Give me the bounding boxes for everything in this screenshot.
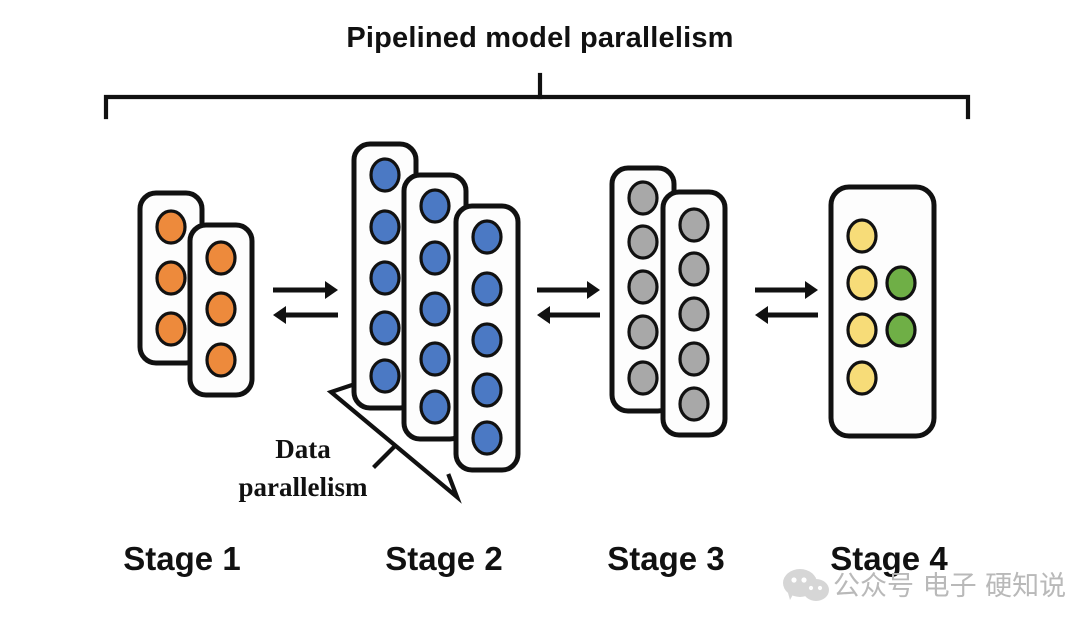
stage-1 (137, 190, 255, 398)
stage-1-replica-1-node-3-orange (155, 311, 187, 347)
stage-3-replica-2-node-1-gray (678, 207, 710, 243)
stage-4-replica-1[interactable] (828, 184, 937, 439)
stage-1-label: Stage 1 (123, 540, 240, 577)
arrow-stage1-stage2-backward-head (273, 306, 286, 324)
stage-1-replica-2[interactable] (187, 222, 255, 398)
data-parallelism-brace (326, 382, 462, 504)
pipelined-model-parallelism-brace (103, 72, 971, 120)
stage-2-replica-1-node-1-blue (369, 157, 401, 193)
stage-2-replica-1-node-5-blue (369, 358, 401, 394)
stage-3-replica-1-node-5-gray (627, 360, 659, 396)
stage-4 (828, 184, 937, 439)
stage-arrows-group (273, 281, 818, 324)
stage-3 (609, 165, 728, 438)
stage-2-replica-3-node-1-blue (471, 219, 503, 255)
stage-3-replica-2-node-5-gray (678, 386, 710, 422)
page-title: Pipelined model parallelism (346, 22, 733, 54)
stage-2-replica-2-node-2-blue (419, 240, 451, 276)
stage-4-replica-1-outline (828, 184, 937, 439)
arrow-stage2-stage3-backward-head (537, 306, 550, 324)
brace-horizontal-line (103, 94, 971, 120)
stages-group (137, 141, 937, 473)
arrow-stage1-stage2-forward-head (325, 281, 338, 299)
arrow-stage3-stage4-forward-head (805, 281, 818, 299)
stage-2-replica-2-node-4-blue (419, 341, 451, 377)
stage-3-replica-1-node-4-gray (627, 314, 659, 350)
stage-2-replica-2[interactable] (401, 172, 469, 442)
stage-2-replica-2-node-5-blue (419, 389, 451, 425)
stage-2-label: Stage 2 (385, 540, 502, 577)
stage-4-replica-1-node-5-green (885, 312, 917, 348)
arrow-stage2-stage3 (537, 281, 600, 324)
stage-1-replica-1-node-1-orange (155, 209, 187, 245)
stage-2-replica-2-node-1-blue (419, 188, 451, 224)
arrow-stage1-stage2 (273, 281, 338, 324)
stage-3-label: Stage 3 (607, 540, 724, 577)
data-parallelism-brace-tick (372, 444, 397, 469)
wechat-watermark: 公众号 电子 硬知说 (783, 569, 1066, 602)
stage-3-replica-2-node-4-gray (678, 341, 710, 377)
stage-4-replica-1-node-3-green (885, 265, 917, 301)
stage-2-replica-1-node-4-blue (369, 310, 401, 346)
stage-2-replica-3-node-2-blue (471, 271, 503, 307)
wechat-logo-icon (783, 569, 829, 601)
stage-4-label: Stage 4 (830, 540, 948, 577)
stage-1-replica-2-node-2-orange (205, 291, 237, 327)
stage-4-replica-1-node-2-yellow (846, 265, 878, 301)
stage-2-replica-1-node-3-blue (369, 260, 401, 296)
arrow-stage3-stage4 (755, 281, 818, 324)
data-parallelism-label-line1: Data (275, 434, 331, 464)
stage-1-replica-2-node-1-orange (205, 240, 237, 276)
stage-2-replica-3-node-4-blue (471, 372, 503, 408)
stage-3-replica-1[interactable] (609, 165, 677, 414)
stage-2-replica-1-node-2-blue (369, 209, 401, 245)
stage-2-replica-3[interactable] (453, 203, 521, 473)
stage-3-replica-2-node-3-gray (678, 296, 710, 332)
stage-1-replica-1-node-2-orange (155, 260, 187, 296)
stage-3-replica-2[interactable] (660, 189, 728, 438)
stage-2-replica-3-node-3-blue (471, 322, 503, 358)
arrow-stage3-stage4-backward-head (755, 306, 768, 324)
watermark-text: 公众号 电子 硬知说 (833, 571, 1066, 602)
stage-3-replica-2-node-2-gray (678, 251, 710, 287)
stage-1-replica-2-node-3-orange (205, 342, 237, 378)
stage-4-replica-1-node-6-yellow (846, 360, 878, 396)
stage-3-replica-1-node-3-gray (627, 269, 659, 305)
stage-4-replica-1-node-4-yellow (846, 312, 878, 348)
data-parallelism-label-line2: parallelism (239, 472, 368, 502)
stage-2-replica-3-node-5-blue (471, 420, 503, 456)
stage-2-replica-2-node-3-blue (419, 291, 451, 327)
stage-labels-group: Stage 1 Stage 2 Stage 3 Stage 4 (123, 540, 948, 577)
stage-3-replica-1-node-1-gray (627, 180, 659, 216)
stage-1-replica-1[interactable] (137, 190, 205, 366)
arrow-stage2-stage3-forward-head (587, 281, 600, 299)
stage-4-replica-1-node-1-yellow (846, 218, 878, 254)
stage-2 (351, 141, 521, 473)
stage-3-replica-1-node-2-gray (627, 224, 659, 260)
